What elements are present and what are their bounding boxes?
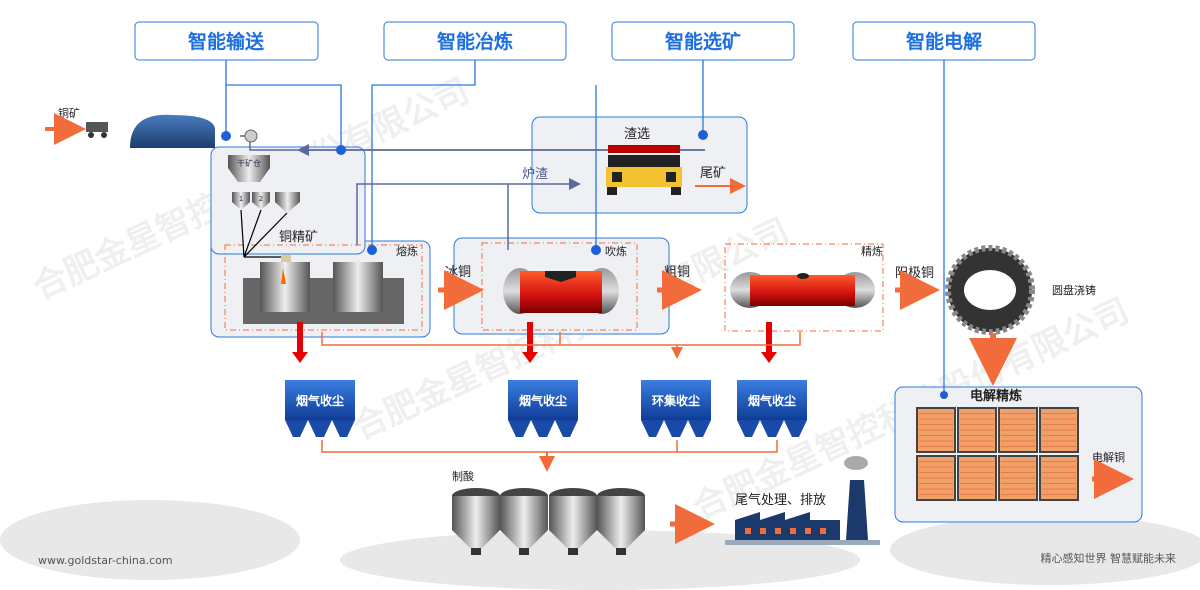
- header-beneficiation[interactable]: 智能选矿: [611, 21, 795, 61]
- website-link[interactable]: www.goldstar-china.com: [38, 554, 173, 567]
- dust-collector-label: 烟气收尘: [296, 393, 344, 408]
- disc-casting-machine: [945, 245, 1035, 335]
- dust-collector: 环集收尘: [641, 380, 711, 437]
- bin-label: 干矿仓: [237, 158, 261, 168]
- slogan: 精心感知世界 智慧赋能未来: [1041, 551, 1177, 565]
- converter-furnace: [503, 268, 619, 314]
- bin-2-label: 2: [259, 195, 263, 203]
- copper-concentrate-label: 铜精矿: [279, 230, 318, 245]
- header-electrolysis[interactable]: 智能电解: [852, 21, 1036, 61]
- electrolytic-refining-label: 电解精炼: [970, 388, 1022, 404]
- tailings-label: 尾矿: [700, 166, 726, 181]
- electrolytic-cells: [916, 407, 1079, 501]
- acid-tank: [452, 488, 500, 555]
- electrolytic-cell: [1039, 455, 1079, 501]
- header-electrolysis-label: 智能电解: [906, 30, 982, 53]
- acid-making-label: 制酸: [452, 469, 474, 483]
- refining-label: 精炼: [861, 244, 883, 258]
- slag-selection-label: 渣选: [624, 127, 650, 142]
- dust-collector: 烟气收尘: [508, 380, 578, 437]
- gear-icon: [244, 129, 258, 143]
- electrolysis-panel: [894, 386, 1143, 523]
- header-transport-label: 智能输送: [188, 30, 265, 53]
- header-smelting[interactable]: 智能冶炼: [383, 21, 567, 61]
- bin-1-label: 1: [239, 195, 243, 203]
- matte-label: 冰铜: [445, 265, 471, 280]
- orange-gas-lines: [321, 332, 801, 472]
- header-beneficiation-label: 智能选矿: [665, 30, 741, 53]
- dust-collector-label: 环集收尘: [652, 393, 700, 408]
- header-smelting-label: 智能冶炼: [437, 30, 513, 53]
- refining-dashed-area: [724, 243, 884, 332]
- electrolytic-cell: [957, 407, 997, 453]
- copper-ore-label: 铜矿: [58, 106, 80, 120]
- electrolytic-cell: [916, 455, 956, 501]
- acid-tanks: [452, 488, 645, 555]
- storage-dome: [130, 114, 215, 148]
- dry-ore-bin: 干矿仓 1 2: [228, 155, 300, 258]
- control-lines: [225, 60, 945, 395]
- electrolytic-cell: [998, 455, 1038, 501]
- electrolytic-cell: [916, 407, 956, 453]
- factory-icon: [725, 456, 880, 545]
- smelting-label: 熔炼: [396, 244, 418, 258]
- electrolytic-cell: [1039, 407, 1079, 453]
- disc-casting-label: 圆盘浇铸: [1052, 283, 1096, 297]
- blister-copper-label: 粗铜: [664, 265, 690, 280]
- anode-copper-label: 阳极铜: [895, 266, 934, 281]
- slag-crusher-icon: [606, 145, 682, 195]
- acid-tank: [549, 488, 597, 555]
- electrolytic-cell: [998, 407, 1038, 453]
- electrolytic-cell: [957, 455, 997, 501]
- dust-collectors: 烟气收尘 烟气收尘 环集收尘 烟气收尘: [285, 380, 807, 437]
- dust-collector-label: 烟气收尘: [748, 393, 796, 408]
- dust-collector: 烟气收尘: [285, 380, 355, 437]
- control-dots: [221, 130, 948, 399]
- ore-cart-icon: [86, 122, 108, 138]
- tail-gas-label: 尾气处理、排放: [735, 492, 826, 508]
- dust-collector: 烟气收尘: [737, 380, 807, 437]
- smelting-furnace: [243, 255, 404, 324]
- red-gas-arrows: [292, 322, 777, 363]
- cathode-copper-label: 电解铜: [1092, 450, 1125, 464]
- header-transport[interactable]: 智能输送: [134, 21, 319, 61]
- converting-label: 吹炼: [605, 244, 627, 258]
- converting-dashed-area: [481, 242, 638, 331]
- smelting-dashed-area: [224, 244, 423, 331]
- acid-tank: [597, 488, 645, 555]
- furnace-slag-label: 炉渣: [522, 167, 548, 182]
- refining-furnace: [730, 272, 875, 308]
- acid-tank: [500, 488, 548, 555]
- dust-collector-label: 烟气收尘: [519, 393, 567, 408]
